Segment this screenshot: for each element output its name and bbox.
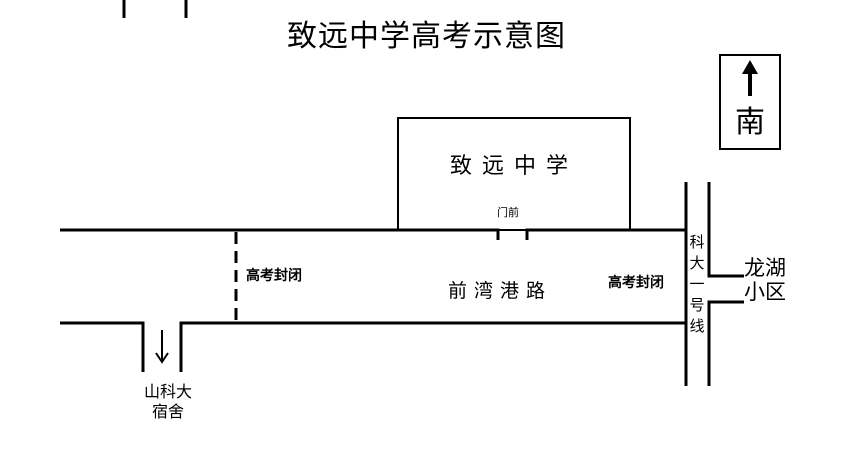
dorm-line: 宿舍	[151, 402, 184, 421]
cross-street-char: 线	[689, 317, 705, 335]
cross-street-char: 一	[689, 275, 705, 293]
road-top-edge-left	[60, 228, 500, 240]
cross-street-label: 科 大 一 号 线	[686, 232, 708, 337]
map-title: 致远中学高考示意图	[287, 19, 566, 54]
gate-label: 门前	[497, 206, 519, 219]
cross-street-right-edge-top	[707, 182, 744, 278]
community-label: 龙湖 小区	[744, 256, 804, 304]
cross-street-char: 号	[689, 296, 705, 314]
school-building	[397, 117, 631, 231]
dorm-line: 山科大	[143, 382, 192, 401]
cross-street-char: 科	[689, 233, 705, 251]
up-arrow-icon	[742, 60, 758, 74]
closure-label-right: 高考封闭	[608, 275, 664, 291]
road-top-edge-right	[525, 228, 686, 240]
community-line: 龙湖	[744, 256, 786, 280]
cross-street-right-edge-bottom	[707, 300, 744, 386]
community-line: 小区	[744, 280, 786, 304]
road-bottom-edge-left	[60, 321, 145, 372]
dorm-label: 山科大 宿舍	[136, 382, 200, 422]
road-label: 前湾港路	[447, 280, 552, 302]
road-bottom-edge-right	[179, 321, 686, 372]
down-arrow-icon	[155, 352, 169, 364]
closure-label-left: 高考封闭	[246, 268, 302, 284]
compass-label: 南	[735, 105, 765, 140]
compass-box	[719, 54, 781, 150]
cross-street-char: 大	[689, 254, 705, 272]
school-label: 致远中学	[449, 154, 578, 179]
